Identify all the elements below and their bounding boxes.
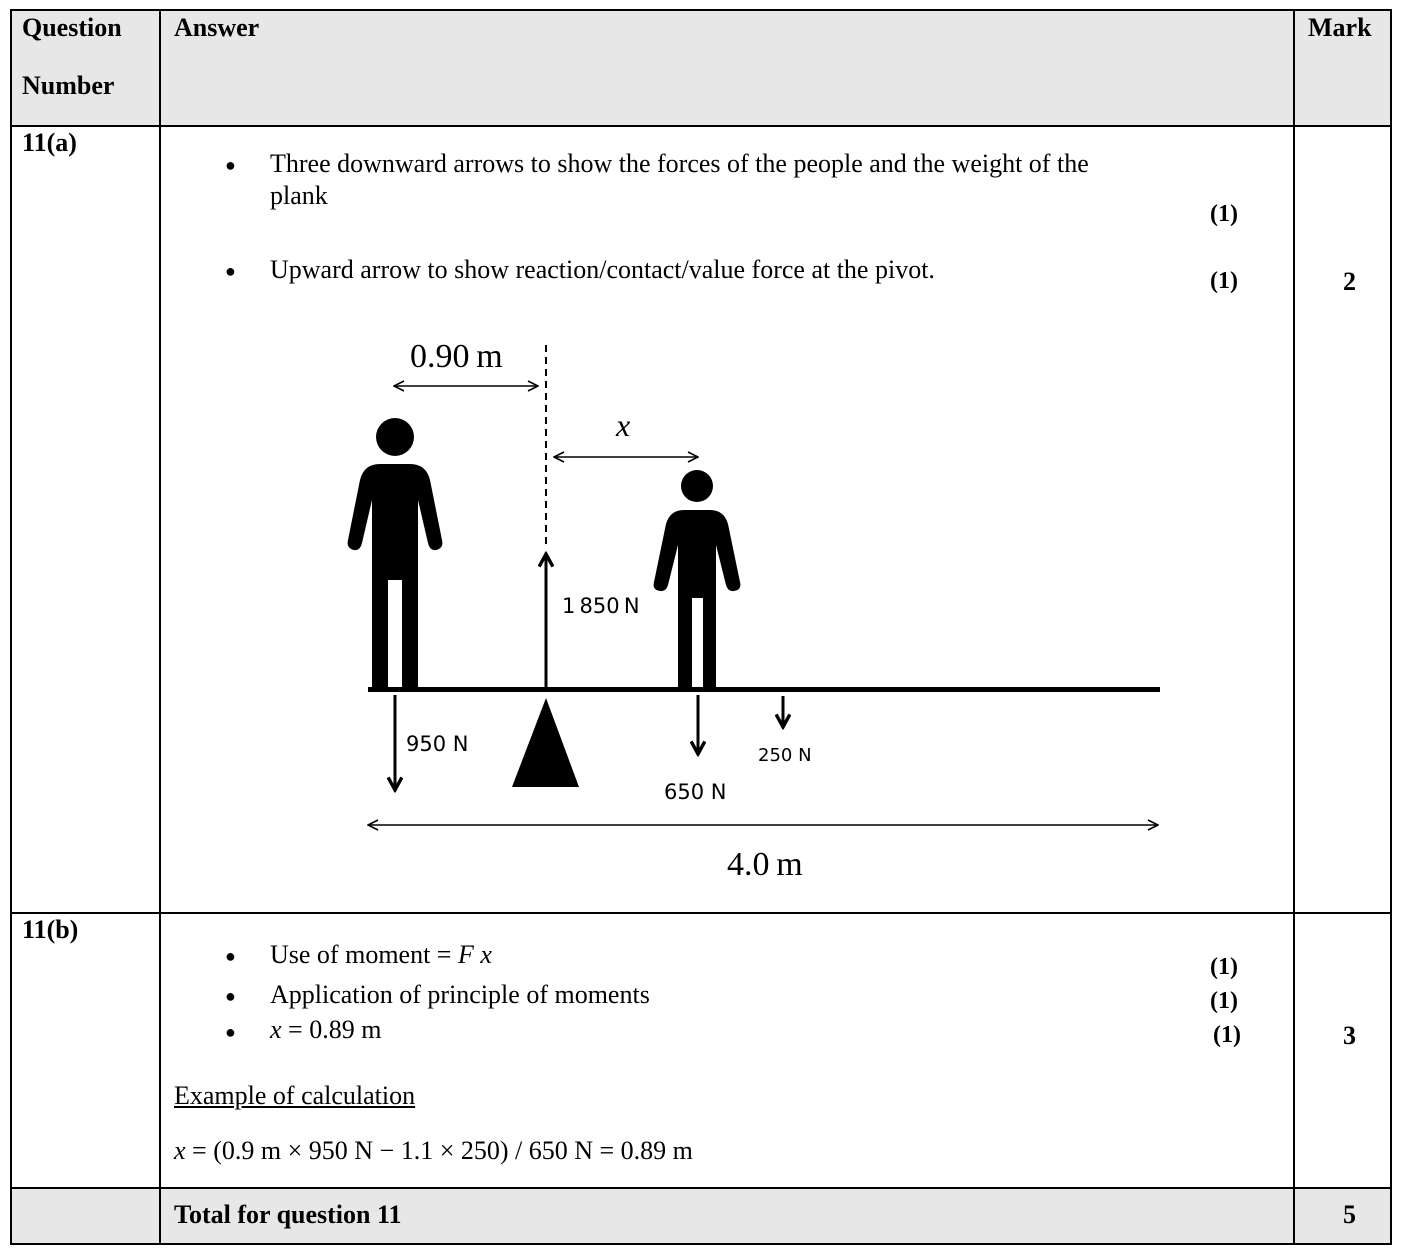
header-question: Question [22,13,122,42]
bullet: ● [225,946,236,966]
bullet: ● [225,155,236,175]
answer-point-11b-2: Application of principle of moments [270,980,650,1009]
header-mark: Mark [1308,13,1372,42]
total-mark-11b: 3 [1343,1021,1356,1050]
bullet: ● [225,1022,236,1042]
label-650n: 650 N [664,780,726,804]
header-answer: Answer [174,13,260,42]
header-row-divider [11,125,1392,127]
example-calculation: x = (0.9 m × 950 N − 1.1 × 250) / 650 N … [174,1135,693,1167]
table-border-left [10,9,12,1245]
total-label: Total for question 11 [174,1200,402,1229]
mark-11b-2: (1) [1210,988,1238,1014]
plank [368,687,1160,692]
label-950n: 950 N [406,732,468,756]
header-row-bg [11,10,1391,126]
label-x: x [615,407,630,443]
example-heading: Example of calculation [174,1081,416,1110]
seesaw-diagram: 0.90 m x 1 850 N 950 N 650 N 250 N 4.0 m [347,338,1160,883]
table-border-top [11,9,1392,11]
column-divider-answer [159,9,161,1245]
label-0-90m: 0.90 m [410,338,503,375]
bullet: ● [225,261,236,281]
mark-11b-1: (1) [1210,954,1238,980]
row-divider-11b [11,912,1392,914]
answer-point-11b-1-text: Use of moment = [270,940,458,969]
mark-11a-1: (1) [1210,201,1238,227]
pivot-triangle [512,698,579,787]
table-border-bottom [11,1243,1392,1245]
mark-11a-2: (1) [1210,268,1238,294]
answer-point-11b-3-text: = 0.89 m [281,1015,382,1044]
label-4-0m: 4.0 m [727,846,803,883]
answer-point-11b-1-var: F x [457,940,492,969]
answer-point-11a-1: Three downward arrows to show the forces… [270,149,1089,210]
total-mark-11a: 2 [1343,267,1356,296]
header-number: Number [22,71,115,100]
answer-point-11b-3-var: x [270,1015,282,1044]
question-number-11b: 11(b) [22,915,79,944]
right-person-icon [653,470,741,690]
label-reaction-force: 1 850 N [562,594,640,618]
row-divider-total [11,1187,1392,1189]
left-person-icon [347,418,443,690]
answer-point-11b-1: Use of moment = F x [270,939,492,971]
mark-11b-3: (1) [1213,1022,1241,1048]
answer-point-11a-2: Upward arrow to show reaction/contact/va… [270,255,935,284]
example-calculation-var: x [174,1136,186,1165]
bullet: ● [225,986,236,1006]
question-number-11a: 11(a) [22,128,77,157]
table-border-right [1390,9,1392,1245]
total-mark: 5 [1343,1200,1356,1229]
label-250n: 250 N [758,745,812,766]
answer-point-11b-3: x = 0.89 m [270,1014,381,1046]
column-divider-mark [1293,9,1295,1245]
example-calculation-text: = (0.9 m × 950 N − 1.1 × 250) / 650 N = … [185,1136,693,1165]
total-row-bg [11,1188,1391,1244]
